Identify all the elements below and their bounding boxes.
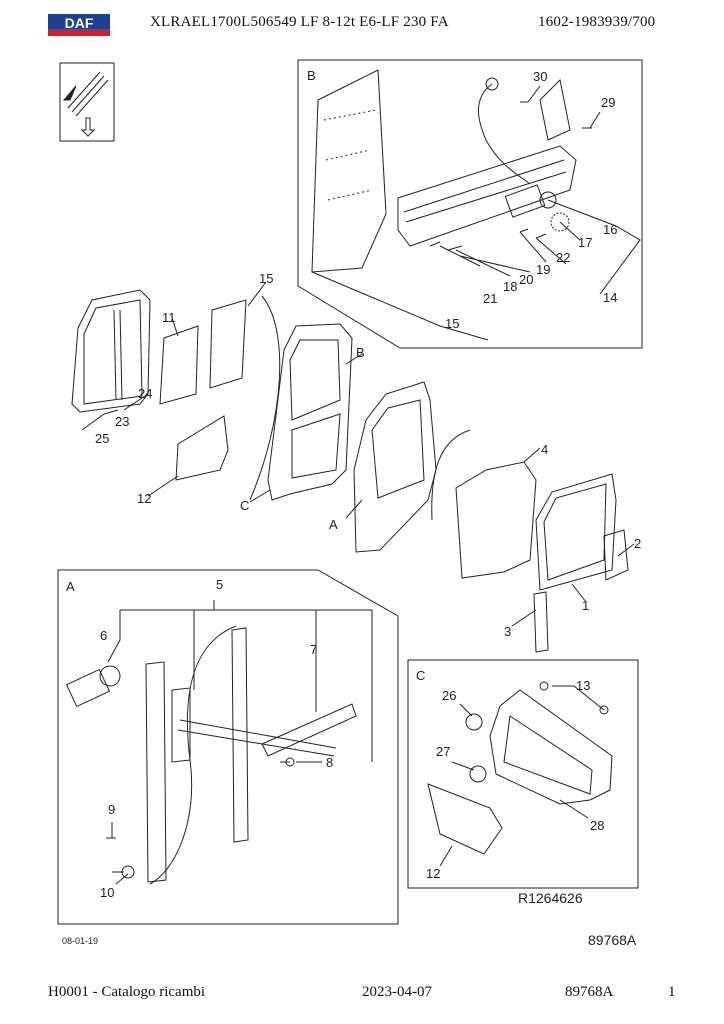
- svg-text:DAF: DAF: [65, 15, 94, 31]
- b-window-glass: [311, 69, 387, 273]
- c-cap-27: [469, 765, 487, 783]
- orientation-icon: [59, 62, 115, 142]
- footer-ref: 89768A: [565, 984, 614, 1000]
- window-frame-1: [535, 473, 617, 591]
- catalog-code: 1602-1983939/700: [538, 14, 656, 30]
- c-glass-12: [427, 783, 503, 855]
- view-label-c: C: [416, 668, 425, 683]
- parts-diagram: B 30 29 16 17 22 19 20 18 21 14 15 15 11…: [57, 59, 643, 948]
- inset-a-frame: [57, 569, 399, 925]
- drawing-ref-code: R1264626: [518, 890, 583, 906]
- inset-b-frame: [297, 59, 643, 349]
- part-number-3: 3: [504, 624, 511, 639]
- part-number-16: 16: [603, 222, 617, 237]
- part-number-4: 4: [541, 442, 548, 457]
- glass-11: [159, 325, 199, 405]
- part-number-1: 1: [582, 598, 589, 613]
- page-header: DAF XLRAEL1700L506549 LF 8-12t E6-LF 230…: [0, 0, 724, 50]
- footer-page-number: 1: [668, 984, 676, 1000]
- part-number-10: 10: [100, 885, 114, 900]
- part-number-24: 24: [138, 386, 152, 401]
- part-number-7: 7: [310, 642, 317, 657]
- part-number-6: 6: [100, 628, 107, 643]
- a-regulator-rail: [145, 661, 167, 883]
- door-a: [353, 381, 437, 553]
- part-number-22: 22: [556, 250, 570, 265]
- part-number-12-inset: 12: [426, 866, 440, 881]
- door-label-b: B: [356, 345, 365, 360]
- part-number-15-inset: 15: [445, 316, 459, 331]
- daf-logo: DAF: [48, 14, 110, 36]
- seal-2: [603, 529, 629, 581]
- b-gear: [550, 212, 570, 232]
- part-number-9: 9: [108, 802, 115, 817]
- view-label-b: B: [307, 68, 316, 83]
- inset-c-frame: [407, 659, 639, 889]
- part-number-29: 29: [601, 95, 615, 110]
- part-number-30: 30: [533, 69, 547, 84]
- part-number-18: 18: [503, 279, 517, 294]
- part-number-28: 28: [590, 818, 604, 833]
- glass-4: [455, 461, 537, 579]
- glass-12: [175, 415, 229, 481]
- part-number-23: 23: [115, 414, 129, 429]
- door-label-c: C: [240, 498, 249, 513]
- part-number-13: 13: [576, 678, 590, 693]
- b-cable: [477, 83, 531, 185]
- b-motor: [504, 184, 557, 218]
- page-footer: H0001 - Catalogo ricambi 2023-04-07 8976…: [0, 978, 724, 1008]
- footer-catalog: H0001 - Catalogo ricambi: [48, 984, 206, 1000]
- part-number-12: 12: [137, 491, 151, 506]
- c-handle-housing: [489, 689, 613, 805]
- footer-date: 2023-04-07: [362, 984, 432, 1000]
- part-number-21: 21: [483, 291, 497, 306]
- part-number-26: 26: [442, 688, 456, 703]
- part-number-11: 11: [162, 310, 176, 325]
- part-number-2: 2: [634, 536, 641, 551]
- seal-3: [533, 591, 549, 653]
- part-number-15: 15: [259, 271, 273, 286]
- drawing-date: 08-01-19: [62, 936, 98, 946]
- drawing-number: 89768A: [588, 932, 637, 948]
- door-label-a: A: [329, 517, 338, 532]
- part-number-14: 14: [603, 290, 617, 305]
- c-cap-26: [465, 713, 483, 731]
- part-number-17: 17: [578, 235, 592, 250]
- part-number-5: 5: [216, 577, 223, 592]
- part-number-25: 25: [95, 431, 109, 446]
- part-number-19: 19: [536, 262, 550, 277]
- b-regulator-rail: [397, 145, 577, 247]
- glass-15: [209, 299, 247, 389]
- part-number-20: 20: [519, 272, 533, 287]
- view-label-a: A: [66, 579, 75, 594]
- a-bracket-7: [261, 703, 357, 757]
- vehicle-description: XLRAEL1700L506549 LF 8-12t E6-LF 230 FA: [150, 14, 449, 30]
- a-motor: [65, 665, 121, 708]
- part-number-8: 8: [326, 755, 333, 770]
- part-number-27: 27: [436, 744, 450, 759]
